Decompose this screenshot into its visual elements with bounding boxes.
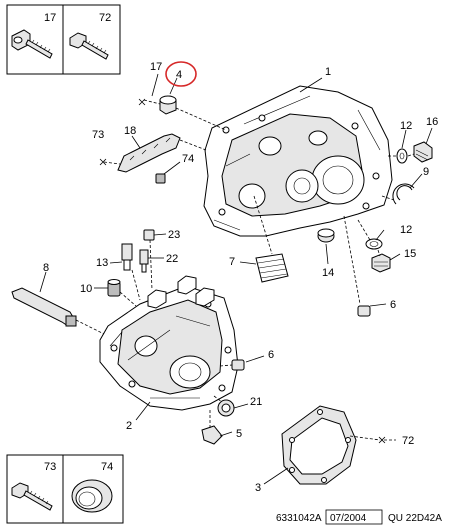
screw-72-icon (69, 32, 109, 60)
gearbox-housing-1 (203, 85, 393, 237)
footer-code: QU 22D42A (388, 513, 442, 524)
cover-plug-74-icon (71, 479, 113, 513)
bush-10 (107, 279, 121, 297)
leader-lines (39, 73, 433, 485)
callout-1: 1 (325, 66, 331, 78)
plug-16 (413, 141, 433, 163)
circlip-9 (392, 183, 415, 205)
washer-12-lower (365, 238, 383, 250)
bush-6-lower (231, 359, 245, 371)
callout-2: 2 (126, 420, 132, 432)
bottom-inset-box: 73 74 (6, 454, 124, 524)
sensor-22 (139, 249, 149, 273)
bracket-5 (201, 425, 223, 445)
callout-17: 17 (150, 61, 162, 73)
callout-73: 73 (92, 129, 104, 141)
callout-6-upper: 6 (390, 299, 396, 311)
top-inset-box: 17 72 (6, 4, 121, 75)
callout-5: 5 (236, 428, 242, 440)
callout-12-upper: 12 (400, 120, 412, 132)
plug-4 (159, 95, 177, 115)
screw-73-icon (11, 482, 53, 511)
footer-ref: 6331042A (276, 513, 322, 524)
top-box-label-72: 72 (99, 12, 111, 24)
gearbox-casing-2 (99, 275, 239, 411)
connector-23 (143, 229, 155, 241)
callout-15: 15 (404, 248, 416, 260)
callout-10: 10 (80, 283, 92, 295)
seal-21 (217, 399, 235, 417)
callout-6-lower: 6 (268, 349, 274, 361)
bottom-box-label-73: 73 (44, 461, 56, 473)
bottom-box-label-74: 74 (101, 461, 113, 473)
callout-8: 8 (43, 262, 49, 274)
rear-cover-3 (281, 405, 357, 485)
guide-plate-18 (117, 133, 181, 173)
selector-rod-8 (11, 287, 77, 327)
callout-74: 74 (182, 153, 194, 165)
callout-21: 21 (250, 396, 262, 408)
callout-4: 4 (176, 69, 182, 81)
washer-12-upper (396, 148, 408, 164)
callout-23: 23 (168, 229, 180, 241)
callout-16: 16 (426, 116, 438, 128)
sensor-13 (121, 243, 133, 271)
callout-9: 9 (423, 166, 429, 178)
footer-reference: 6331042A 07/2004 QU 22D42A (276, 509, 442, 525)
cap-14 (317, 228, 335, 243)
callout-72: 72 (402, 435, 414, 447)
callout-3: 3 (255, 482, 261, 494)
filter-7 (255, 253, 289, 283)
callout-12-lower: 12 (400, 224, 412, 236)
highlight-circle (165, 61, 197, 87)
callout-14: 14 (322, 267, 334, 279)
callout-labels: 1 2 3 4 5 6 6 7 8 9 10 12 12 13 14 15 16… (43, 61, 438, 494)
footer-date: 07/2004 (330, 513, 367, 524)
top-box-label-17: 17 (44, 12, 56, 24)
plug-74-small (155, 173, 166, 184)
callout-18: 18 (124, 125, 136, 137)
plug-15 (371, 253, 391, 273)
screw-17-icon (11, 29, 53, 59)
fixing-markers (99, 98, 386, 444)
callout-7: 7 (229, 256, 235, 268)
bush-6-upper (357, 305, 371, 317)
callout-13: 13 (96, 257, 108, 269)
callout-22: 22 (166, 253, 178, 265)
